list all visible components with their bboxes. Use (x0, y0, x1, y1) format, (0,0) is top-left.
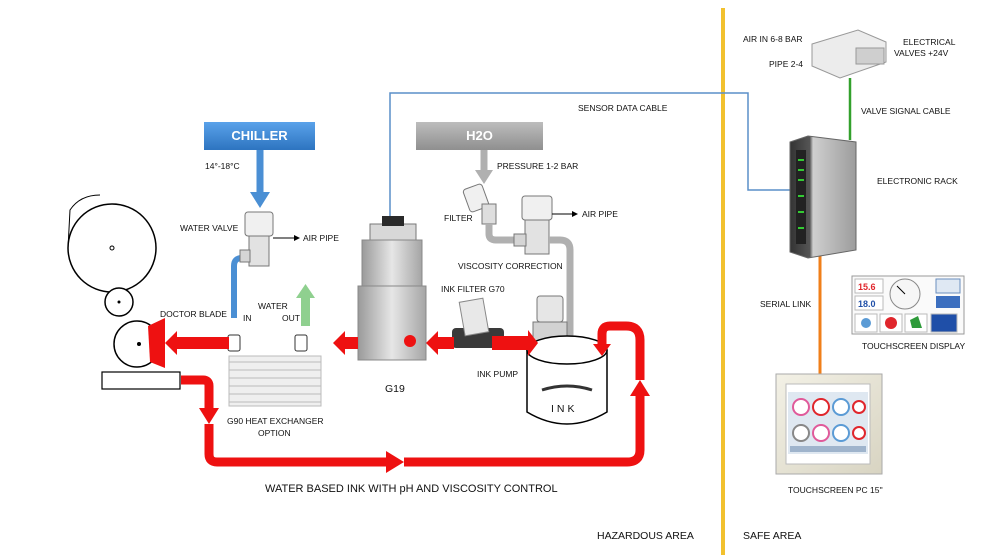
water-out-label: OUT (282, 313, 300, 323)
g19-sensor (357, 216, 427, 361)
red-ink-circuit (165, 321, 650, 473)
water-out-arrow (301, 296, 310, 326)
air-in-label: AIR IN 6-8 BAR (743, 34, 803, 44)
heat-exchanger-option-label: OPTION (258, 428, 291, 438)
safe-area-label: SAFE AREA (743, 530, 802, 542)
electronic-rack (789, 135, 857, 259)
touchscreen-display (851, 275, 965, 335)
display-value-1: 15.6 (858, 282, 876, 292)
h2o-supply-arrowhead (475, 170, 493, 184)
valve-signal-cable-label: VALVE SIGNAL CABLE (861, 106, 951, 116)
diagram-title: WATER BASED INK WITH pH AND VISCOSITY CO… (265, 483, 558, 495)
temperature-label: 14°-18°C (205, 161, 240, 171)
chiller-supply-arrowhead (250, 192, 270, 208)
serial-link-label: SERIAL LINK (760, 299, 812, 309)
heat-exchanger (227, 334, 322, 407)
hazardous-area-label: HAZARDOUS AREA (597, 530, 694, 542)
printing-roll-assembly (67, 194, 181, 390)
touchscreen-display-label: TOUCHSCREEN DISPLAY (862, 341, 966, 351)
electrical-valves (811, 29, 887, 79)
ink-tank-label: INK (551, 403, 578, 415)
air-pipe-arrowhead-2 (572, 211, 578, 217)
ink-pump-label: INK PUMP (477, 369, 519, 379)
h2o-label: H2O (466, 128, 493, 143)
chiller-box (204, 122, 315, 150)
water-label: WATER (258, 301, 288, 311)
pressure-label: PRESSURE 1-2 BAR (497, 161, 579, 171)
water-valve-label: WATER VALVE (180, 223, 239, 233)
filter-label: FILTER (444, 213, 473, 223)
pipe-label: PIPE 2-4 (769, 59, 804, 69)
touchscreen-pc (775, 373, 883, 475)
viscosity-to-tank-pipe (549, 236, 574, 350)
filter-to-valve-pipe (485, 224, 518, 244)
display-value-2: 18.0 (858, 299, 876, 309)
ink-tank (526, 335, 608, 425)
h2o-filter (462, 183, 497, 225)
h2o-box (416, 122, 543, 150)
viscosity-valve (513, 195, 553, 255)
sensor-data-cable (389, 92, 790, 222)
ink-filter (452, 297, 504, 348)
viscosity-correction-label: VISCOSITY CORRECTION (458, 261, 563, 271)
doctor-blade-label: DOCTOR BLADE (160, 309, 227, 319)
air-pipe-arrowhead-1 (294, 235, 300, 241)
water-in-pipe (231, 255, 252, 318)
water-valve (239, 211, 274, 267)
chiller-label: CHILLER (231, 128, 288, 143)
air-pipe-label-1: AIR PIPE (303, 233, 339, 243)
air-pipe-label-2: AIR PIPE (582, 209, 618, 219)
heat-exchanger-label: G90 HEAT EXCHANGER (227, 416, 324, 426)
sensor-cable-label: SENSOR DATA CABLE (578, 103, 668, 113)
touchscreen-pc-label: TOUCHSCREEN PC 15'' (788, 485, 883, 495)
valves-voltage-label: VALVES +24V (894, 48, 949, 58)
electrical-label: ELECTRICAL (903, 37, 956, 47)
water-in-label: IN (243, 313, 252, 323)
ink-filter-label: INK FILTER G70 (441, 284, 505, 294)
water-out-arrowhead (296, 284, 315, 298)
electronic-rack-label: ELECTRONIC RACK (877, 176, 958, 186)
g19-label: G19 (385, 383, 405, 395)
